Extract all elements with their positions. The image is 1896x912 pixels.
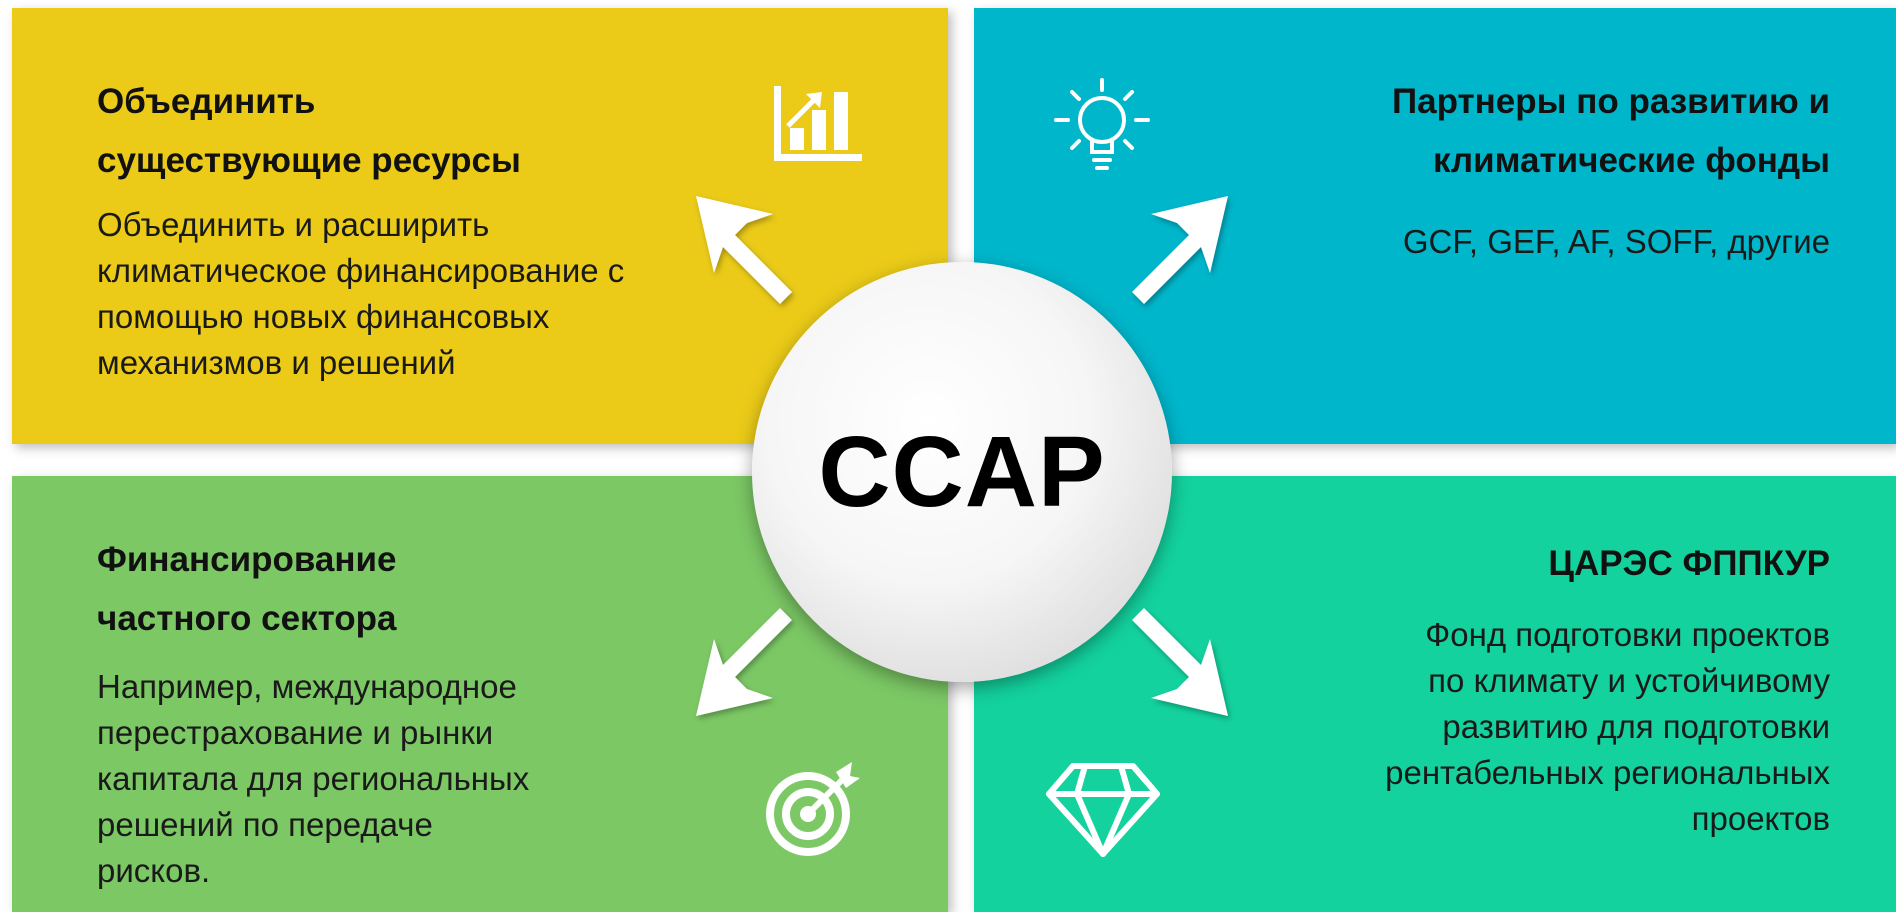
arrow-top-left	[696, 196, 792, 304]
bottom-right-title: ЦАРЭС ФППКУР	[1548, 544, 1830, 583]
bottom-left-title: Финансирование частного сектора	[97, 540, 397, 638]
target-icon	[766, 762, 860, 856]
top-right-body: GCF, GEF, AF, SOFF, другие	[1402, 223, 1830, 260]
arrow-top-right	[1132, 196, 1228, 304]
arrow-bottom-right	[1132, 608, 1228, 716]
bottom-right-body: Фонд подготовки проектов по климату и ус…	[1385, 616, 1830, 837]
top-left-body: Объединить и расширить климатическое фин…	[97, 206, 625, 381]
diamond-icon	[1046, 763, 1160, 857]
bottom-left-body: Например, международное перестрахование …	[97, 668, 530, 889]
center-circle: CCAP	[752, 262, 1172, 682]
top-left-title: Объединить существующие ресурсы	[97, 82, 521, 180]
lightbulb-icon	[1054, 78, 1150, 170]
center-label: CCAP	[818, 415, 1106, 528]
top-right-title: Партнеры по развитию и климатические фон…	[1391, 82, 1830, 180]
arrow-bottom-left	[696, 608, 792, 716]
bar-chart-growth-icon	[774, 86, 862, 161]
